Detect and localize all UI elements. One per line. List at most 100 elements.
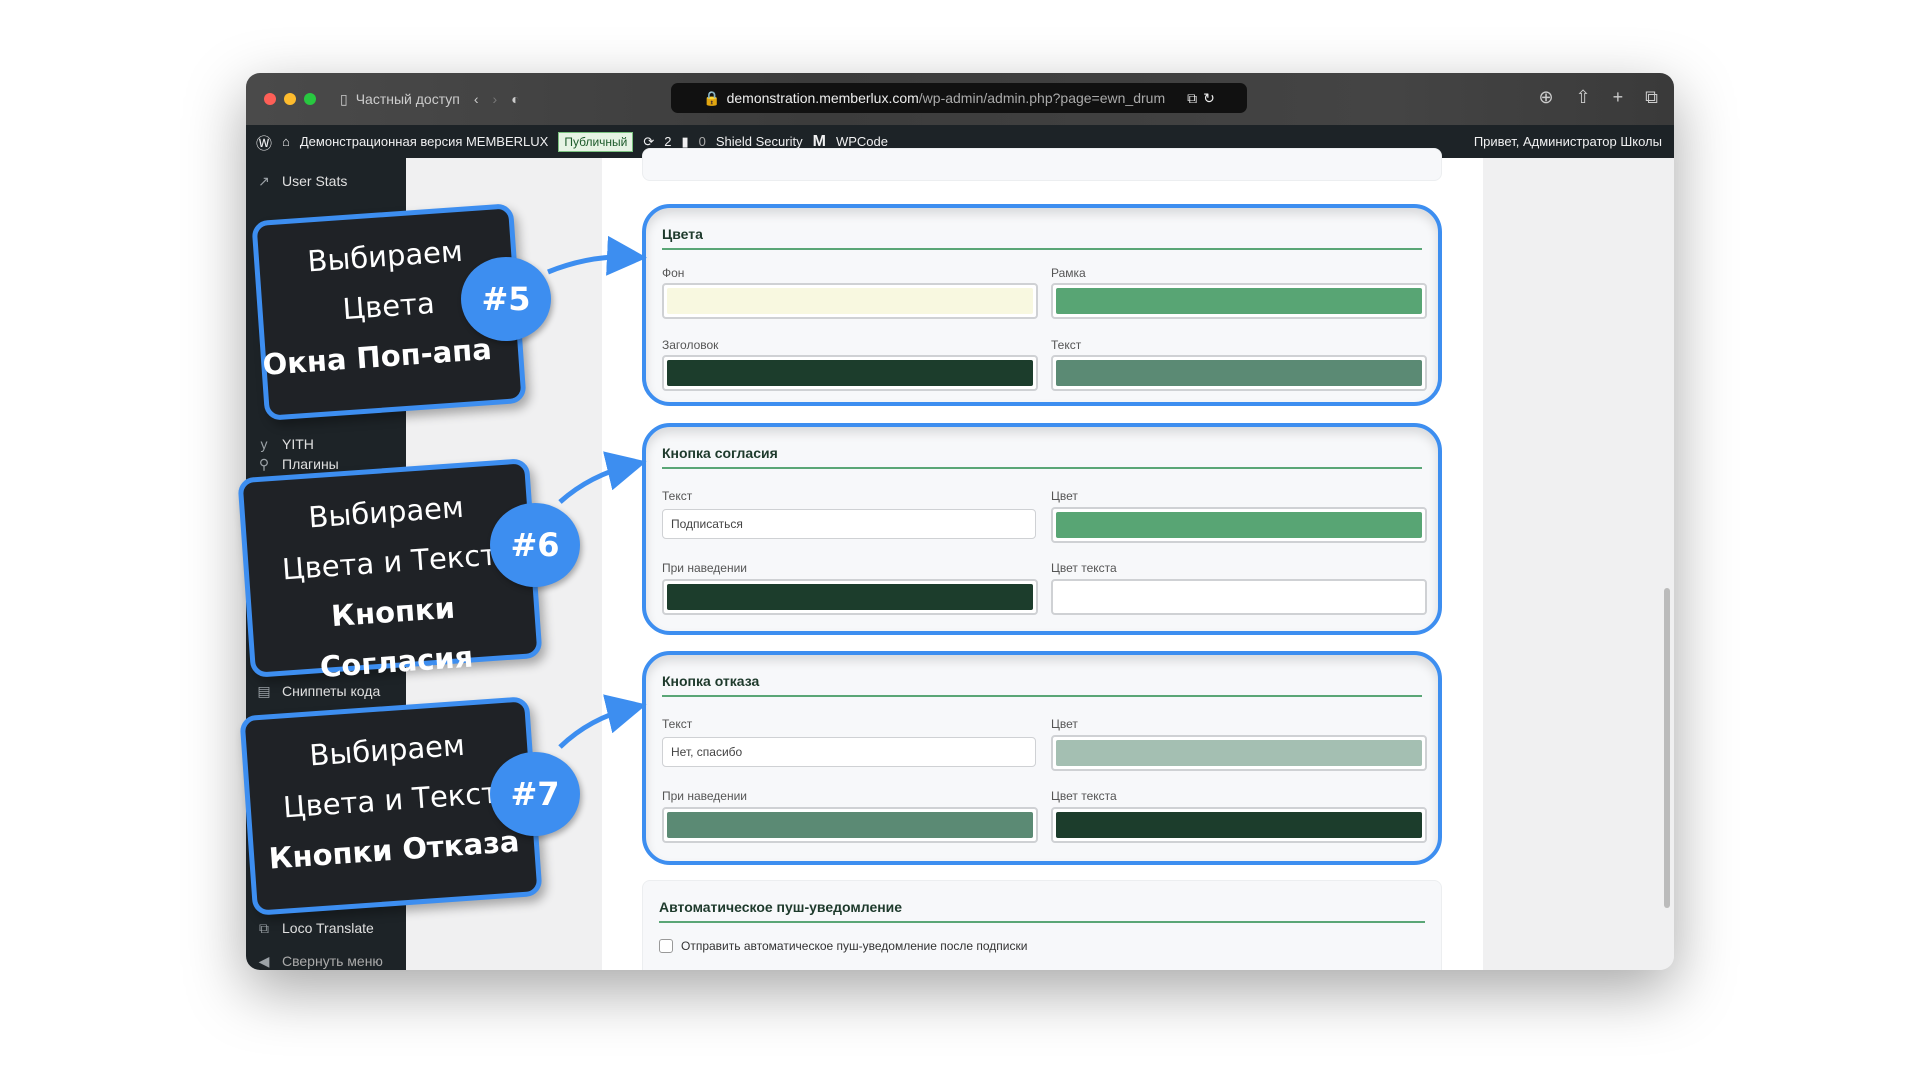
sidebar-item-label: User Stats [282,173,348,189]
color-swatch [1056,512,1422,538]
field-label: Фон [662,266,685,280]
field-label: Рамка [1051,266,1086,280]
push-notification-checkbox[interactable] [659,939,673,953]
yith-icon: y [260,436,268,452]
sidebar-item-label: Свернуть меню [282,953,383,969]
accept-hover-color-picker[interactable] [662,579,1038,615]
updates-icon: ⟳ [643,133,655,149]
sidebar-toggle-icon[interactable]: ▯ [340,90,348,107]
new-tab-icon[interactable]: + [1612,87,1624,107]
sidebar-item-plugins[interactable]: ⚲Плагины [256,456,339,472]
field-label: Цвет текста [1051,561,1117,575]
text-color-picker[interactable] [1051,355,1427,391]
home-icon: ⌂ [282,134,290,149]
browser-window: ▯ Частный доступ ‹ › ◐ 🔒 demonstration.m… [246,73,1674,970]
color-swatch [1056,360,1422,386]
field-label: Цвет текста [1051,789,1117,803]
url-path: /wp-admin/admin.php?page=ewn_drum [918,90,1166,106]
minimize-window-button[interactable] [284,93,296,105]
step-badge-7: #7 [490,752,580,836]
reload-icon[interactable]: ↻ [1203,89,1215,106]
callout-line: Окна Поп-апа [261,331,493,382]
divider [662,695,1422,697]
card-accept-button: Кнопка согласия Текст Цвет Подписаться П… [642,423,1442,635]
address-bar[interactable]: 🔒 demonstration.memberlux.com/wp-admin/a… [671,83,1247,113]
color-swatch [1056,740,1422,766]
field-label: Цвет [1051,717,1078,731]
sidebar-item-label: YITH [282,436,314,452]
shield-icon[interactable]: ◐ [511,91,520,107]
field-label: Текст [662,489,693,503]
sidebar-item-yith[interactable]: y YITH [256,436,314,452]
heading-color-picker[interactable] [662,355,1038,391]
url-host: demonstration.memberlux.com [726,90,919,106]
previous-card [642,148,1442,181]
updates-count[interactable]: 2 [664,134,672,149]
decline-text-color-picker[interactable] [1051,807,1427,843]
collapse-icon: ◀ [258,953,270,969]
field-label: Заголовок [662,338,719,352]
color-swatch [1056,584,1422,610]
card-title: Автоматическое пуш-уведомление [659,899,903,915]
accept-color-picker[interactable] [1051,507,1427,543]
callout-line: Кнопки Отказа [267,824,521,876]
color-swatch [1056,812,1422,838]
card-title: Цвета [662,226,703,242]
callout-line: Кнопки Согласия [318,590,475,685]
comments-count[interactable]: 0 [698,134,706,149]
public-badge[interactable]: Публичный [558,131,634,152]
accept-text-input[interactable]: Подписаться [662,509,1036,539]
site-name-link[interactable]: Демонстрационная версия MEMBERLUX [299,134,549,149]
code-icon: ▤ [257,683,271,699]
border-color-picker[interactable] [1051,283,1427,319]
maximize-window-button[interactable] [304,93,316,105]
tabs-overview-icon[interactable]: ⧉ [1645,87,1658,107]
color-swatch [1056,288,1422,314]
divider [662,467,1422,469]
checkbox-label[interactable]: Отправить автоматическое пуш-уведомление… [681,939,1028,953]
lock-icon: 🔒 [703,89,721,106]
divider [662,248,1422,250]
translate-icon: ⧉ [259,920,269,936]
user-greeting[interactable]: Привет, Администратор Школы [1473,134,1662,149]
decline-text-input[interactable]: Нет, спасибо [662,737,1036,767]
scrollbar[interactable] [1664,588,1670,908]
download-icon[interactable]: ⊕ [1538,87,1554,107]
back-button[interactable]: ‹ [473,91,479,107]
browser-toolbar: ▯ Частный доступ ‹ › ◐ 🔒 demonstration.m… [246,73,1674,125]
share-icon[interactable]: ⇧ [1575,87,1591,107]
arrow-6 [558,451,647,504]
chart-icon: ↗ [258,173,270,189]
sidebar-item-label: Loco Translate [282,920,374,936]
wordpress-logo-icon[interactable]: Ⓦ [256,135,273,153]
settings-page: Цвета Фон Рамка Заголовок Текст Кнопка с… [602,148,1483,970]
translate-icon[interactable]: ⧉ [1187,89,1198,106]
card-title: Кнопка согласия [662,445,778,461]
memberlux-icon: M [812,132,826,150]
sidebar-item-label: Сниппеты кода [282,683,381,699]
close-window-button[interactable] [264,93,276,105]
accept-text-color-picker[interactable] [1051,579,1427,615]
field-label: Текст [1051,338,1082,352]
color-swatch [667,360,1033,386]
sidebar-item-loco-translate[interactable]: ⧉ Loco Translate [256,920,374,936]
background-color-picker[interactable] [662,283,1038,319]
wpcode-link[interactable]: WPCode [835,134,888,149]
arrow-5 [547,235,647,276]
sidebar-item-code-snippets[interactable]: ▤ Сниппеты кода [256,683,380,699]
collapse-menu-button[interactable]: ◀ Свернуть меню [256,953,383,969]
shield-security-link[interactable]: Shield Security [715,134,803,149]
step-badge-6: #6 [490,503,580,587]
decline-color-picker[interactable] [1051,735,1427,771]
comments-icon: ▮ [681,133,689,149]
field-label: Текст [662,717,693,731]
field-label: Цвет [1051,489,1078,503]
color-swatch [667,288,1033,314]
sidebar-item-user-stats[interactable]: ↗ User Stats [256,173,347,189]
color-swatch [667,584,1033,610]
plugin-icon: ⚲ [258,456,270,472]
forward-button[interactable]: › [492,91,498,107]
decline-hover-color-picker[interactable] [662,807,1038,843]
card-decline-button: Кнопка отказа Текст Цвет Нет, спасибо Пр… [642,651,1442,865]
card-colors: Цвета Фон Рамка Заголовок Текст [642,204,1442,406]
